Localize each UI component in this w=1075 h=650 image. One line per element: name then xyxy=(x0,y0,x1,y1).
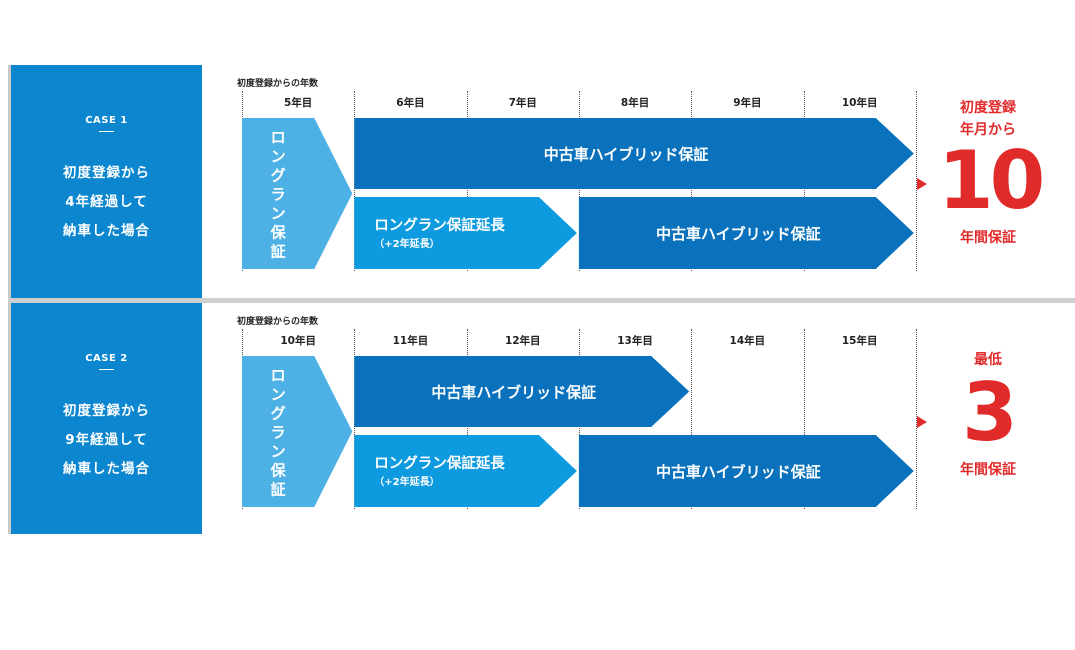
case-1-pointer-arrow-icon xyxy=(917,178,927,190)
year-label: 11年目 xyxy=(392,335,429,347)
case-1-desc-line: 納車した場合 xyxy=(63,223,150,239)
case-divider xyxy=(8,298,1075,303)
case-2-desc-line: 9年経過して xyxy=(65,432,148,448)
year-label: 9年目 xyxy=(733,97,762,109)
case-2-pointer-arrow-icon xyxy=(917,416,927,428)
warranty-bar xyxy=(578,197,914,269)
year-label: 15年目 xyxy=(841,335,878,347)
year-label: 8年目 xyxy=(620,97,650,109)
warranty-bar-sublabel: （+2年延長） xyxy=(374,237,439,250)
warranty-bar xyxy=(354,118,914,189)
case-1-description: 初度登録から 4年経過して 納車した場合 xyxy=(11,159,202,246)
case-2-badge: 最低 3 年間保証 xyxy=(938,349,1038,481)
case-1-bars: ロングラン保証中古車ハイブリッド保証ロングラン保証延長（+2年延長）中古車ハイブ… xyxy=(242,118,914,269)
case-1-section: CASE 1 初度登録から 4年経過して 納車した場合 初度登録からの年数 5年… xyxy=(0,65,1075,298)
warranty-bar-sublabel: （+2年延長） xyxy=(374,475,439,488)
case-2-desc-line: 初度登録から xyxy=(63,403,150,419)
case-2-section: CASE 2 初度登録から 9年経過して 納車した場合 初度登録からの年数 10… xyxy=(0,303,1075,534)
year-label: 10年目 xyxy=(841,97,878,109)
case-2-bars: ロングラン保証中古車ハイブリッド保証ロングラン保証延長（+2年延長）中古車ハイブ… xyxy=(242,356,914,507)
case-1-tag-rule xyxy=(99,131,114,132)
warranty-bar-label: 中古車ハイブリッド保証 xyxy=(656,225,821,243)
case-2-axis-title: 初度登録からの年数 xyxy=(237,317,319,327)
case-2-description: 初度登録から 9年経過して 納車した場合 xyxy=(11,397,202,484)
warranty-bar-label: ロングラン保証 xyxy=(270,367,287,499)
warranty-bar-label: 中古車ハイブリッド保証 xyxy=(544,146,709,164)
year-label: 5年目 xyxy=(283,97,313,109)
case-2-tag-rule xyxy=(99,369,114,370)
case-1-axis-title: 初度登録からの年数 xyxy=(237,79,319,89)
case-1-label-box: CASE 1 初度登録から 4年経過して 納車した場合 xyxy=(11,65,202,298)
case-1-badge: 初度登録 年月から 10 年間保証 xyxy=(938,97,1045,249)
year-label: 14年目 xyxy=(729,335,766,347)
case-1-badge-top2: 年月から xyxy=(960,122,1016,138)
year-gridline xyxy=(916,329,917,509)
case-2-label-box: CASE 2 初度登録から 9年経過して 納車した場合 xyxy=(11,303,202,534)
year-gridline xyxy=(804,329,805,509)
year-label: 13年目 xyxy=(617,335,653,347)
warranty-bar-label: 中古車ハイブリッド保証 xyxy=(656,463,821,481)
case-2-badge-top: 最低 xyxy=(974,352,1002,368)
year-label: 10年目 xyxy=(280,335,316,347)
case-2-badge-number: 3 xyxy=(962,366,1018,459)
warranty-bar-label: ロングラン保証延長 xyxy=(374,216,505,234)
case-1-badge-bottom: 年間保証 xyxy=(960,230,1016,246)
warranty-bar xyxy=(242,356,353,507)
warranty-bar-label: ロングラン保証 xyxy=(270,129,287,261)
year-label: 6年目 xyxy=(396,97,425,109)
warranty-bar xyxy=(354,356,690,427)
case-2-badge-bottom: 年間保証 xyxy=(960,462,1016,478)
case-1-badge-number: 10 xyxy=(938,134,1045,227)
year-gridline xyxy=(691,329,692,509)
year-label: 12年目 xyxy=(504,335,541,347)
warranty-bar xyxy=(354,435,577,507)
warranty-bar-label: 中古車ハイブリッド保証 xyxy=(431,384,596,402)
warranty-bar xyxy=(354,197,577,269)
case-1-desc-line: 初度登録から xyxy=(63,165,150,181)
warranty-bar xyxy=(578,435,914,507)
warranty-bar xyxy=(242,118,353,269)
case-1-left-edge xyxy=(8,65,11,298)
case-1-desc-line: 4年経過して xyxy=(65,194,148,210)
year-label: 7年目 xyxy=(508,97,537,109)
case-1-tag: CASE 1 xyxy=(85,115,128,126)
warranty-bar-label: ロングラン保証延長 xyxy=(374,454,505,472)
case-2-tag: CASE 2 xyxy=(85,353,128,364)
case-2-left-edge xyxy=(8,303,11,534)
case-1-badge-top: 初度登録 xyxy=(960,100,1016,116)
case-2-desc-line: 納車した場合 xyxy=(63,461,150,477)
year-gridline xyxy=(916,91,917,271)
